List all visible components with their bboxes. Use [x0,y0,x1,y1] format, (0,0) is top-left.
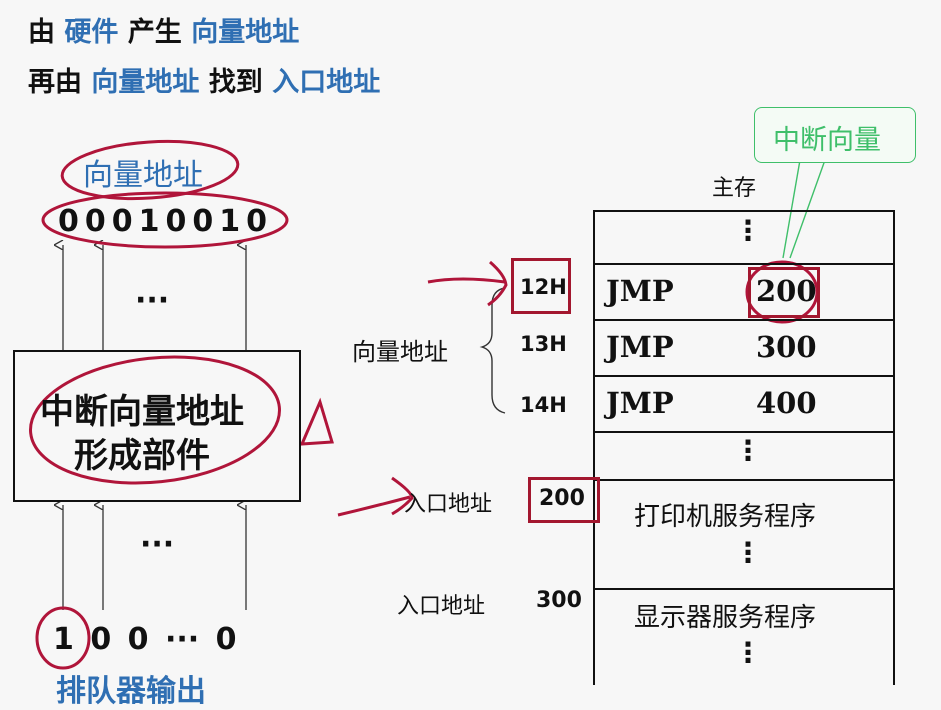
memory-divider [594,319,894,321]
service-printer: 打印机服务程序 [634,502,817,532]
unit-label-line2: 形成部件 [74,436,210,476]
annotation-triangle [299,397,334,446]
memory-vdots: ⋮ [734,214,762,247]
annotation-circle-vector-label [60,139,240,201]
header-text-vector-address: 向量地址 [191,17,300,48]
queue-bits: 1 0 0 ··· 0 [53,622,237,657]
vector-address-unit [13,350,301,502]
memory-vdots: ⋮ [734,636,762,669]
memory-divider [594,375,894,377]
dots-lower: ··· [140,527,175,562]
row-op: JMP [606,274,674,308]
memory-divider [594,588,894,590]
annotation-circle-bits [41,191,289,249]
row-addr: 14H [520,393,567,417]
memory-divider [594,263,894,265]
row-target: 300 [756,330,817,364]
queue-output-label: 排队器输出 [56,674,206,709]
entry-addr-box-200 [528,477,600,523]
memory-vdots: ⋮ [734,536,762,569]
memory-title: 主存 [712,176,757,201]
memory-divider [594,431,894,433]
addr-box-12h [511,258,571,314]
header-text: 产生 [127,17,182,48]
annotation-arrow-entry [337,476,414,517]
row-target: 400 [756,386,817,420]
callout-leader [782,159,801,259]
entry-addr-2: 300 [536,588,582,613]
entry-label-1: 入口地址 [404,492,493,517]
annotation-circle-unit [29,355,281,485]
target-box-200 [748,267,820,318]
memory-divider [594,479,894,481]
row-op: JMP [606,386,674,420]
header-text-vector-address: 向量地址 [91,67,200,98]
header-text: 再由 [28,67,82,98]
callout-leader [789,159,826,259]
row-addr: 12H [520,275,567,299]
header-text-hardware: 硬件 [64,17,119,48]
vector-bracket-label: 向量地址 [352,338,448,366]
annotation-arrow-12h [427,260,508,307]
vector-address-bits: 00010010 [58,204,273,239]
entry-label-2: 入口地址 [397,594,486,619]
row-target: 200 [756,274,817,308]
entry-addr-1: 200 [539,486,585,511]
interrupt-vector-callout: 中断向量 [754,107,916,163]
row-op: JMP [606,330,674,364]
header-line-2: 再由 向量地址 找到 入口地址 [28,60,380,99]
header-text: 找到 [208,67,263,98]
memory-divider [594,210,894,212]
service-display: 显示器服务程序 [634,603,817,633]
row-addr: 13H [520,332,567,356]
dots-upper: ··· [135,283,170,318]
annotation-circle-bit1 [35,606,91,670]
unit-label-line1: 中断向量地址 [40,392,244,432]
header-text-entry-address: 入口地址 [272,67,381,98]
memory-vdots: ⋮ [734,434,762,467]
vector-bracket [479,287,506,414]
callout-text: 中断向量 [773,125,881,156]
header-text: 由 [28,17,55,48]
vector-address-label: 向量地址 [83,158,203,193]
header-line-1: 由 硬件 产生 向量地址 [28,10,299,49]
